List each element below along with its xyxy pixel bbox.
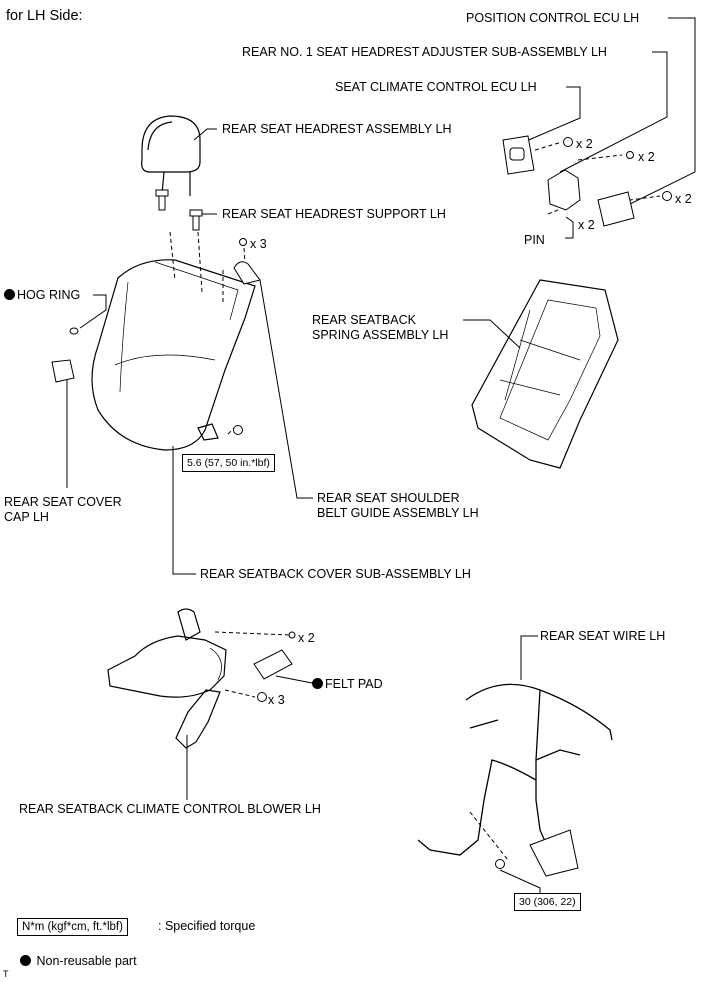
leader-headrest-assembly: [193, 128, 217, 141]
legend-torque-text: : Specified torque: [158, 919, 256, 933]
leader-hog-ring: [79, 294, 107, 329]
spring-frame-shape: [471, 279, 619, 469]
leader-headrest-adjuster: [559, 51, 668, 173]
legend-nonreusable: Non-reusable part: [20, 954, 137, 969]
label-position-control-ecu: POSITION CONTROL ECU LH: [466, 11, 640, 25]
torque-box-seatback: 5.6 (57, 50 in.*lbf): [182, 454, 275, 472]
headrest-assembly-shape: [141, 115, 201, 196]
leader-seat-wire: [520, 635, 538, 680]
hog-ring-shape: [69, 327, 79, 335]
leader-cover-cap: [61, 369, 68, 488]
seatback-cover-shape: [91, 259, 256, 451]
label-shoulder-belt-guide: REAR SEAT SHOULDER BELT GUIDE ASSEMBLY L…: [317, 491, 479, 520]
torque-box-wire: 30 (306, 22): [514, 893, 581, 911]
legend-torque-box: N*m (kgf*cm, ft.*lbf): [17, 918, 128, 936]
belt-guide-shape: [233, 261, 261, 285]
label-headrest-adjuster: REAR NO. 1 SEAT HEADREST ADJUSTER SUB-AS…: [242, 45, 607, 59]
blower-shape: [107, 608, 227, 749]
qty-blower-screw: x 2: [298, 631, 315, 645]
headrest-adjuster-shape: [547, 169, 581, 211]
label-felt-pad: FELT PAD: [312, 677, 383, 692]
label-blower: REAR SEATBACK CLIMATE CONTROL BLOWER LH: [19, 802, 321, 816]
label-pin: PIN: [524, 233, 545, 247]
nonreusable-bullet-icon: [312, 678, 323, 689]
leader-torque-wire: [499, 869, 541, 894]
headrest-supports: [155, 189, 203, 231]
position-ecu-shape: [597, 191, 635, 227]
label-seat-wire: REAR SEAT WIRE LH: [540, 629, 666, 643]
label-seatback-cover: REAR SEATBACK COVER SUB-ASSEMBLY LH: [200, 567, 471, 581]
leader-position-ecu: [627, 17, 696, 206]
label-headrest-support: REAR SEAT HEADREST SUPPORT LH: [222, 207, 446, 221]
qty-pin: x 2: [578, 218, 595, 232]
qty-ecu-clip: x 2: [576, 137, 593, 151]
seat-climate-ecu-shape: [502, 135, 535, 175]
qty-adjuster-bolt: x 2: [638, 150, 655, 164]
label-hog-ring: HOG RING: [4, 288, 80, 303]
label-spring-assembly: REAR SEATBACK SPRING ASSEMBLY LH: [312, 313, 449, 342]
page-heading: for LH Side:: [6, 8, 83, 24]
seat-wire-shape: [417, 683, 613, 856]
qty-position-ecu-clip: x 2: [675, 192, 692, 206]
nonreusable-bullet-icon: [4, 289, 15, 300]
leader-pin: [565, 216, 574, 239]
leader-seatback-cover: [172, 446, 196, 575]
corner-mark: T: [3, 969, 9, 979]
leader-felt-pad: [275, 675, 313, 684]
qty-blower-clip: x 3: [268, 693, 285, 707]
leader-seat-climate-ecu: [523, 86, 581, 143]
label-headrest-assembly: REAR SEAT HEADREST ASSEMBLY LH: [222, 122, 452, 136]
qty-guide-screw: x 3: [250, 237, 267, 251]
leader-belt-guide: [259, 279, 313, 499]
nonreusable-bullet-icon: [20, 955, 31, 966]
label-cover-cap: REAR SEAT COVER CAP LH: [4, 495, 122, 524]
felt-pad-shape: [253, 649, 293, 680]
wire-bracket-shape: [529, 829, 579, 877]
leader-spring: [463, 319, 521, 349]
label-seat-climate-ecu: SEAT CLIMATE CONTROL ECU LH: [335, 80, 537, 94]
cover-cap-shape: [51, 359, 75, 383]
